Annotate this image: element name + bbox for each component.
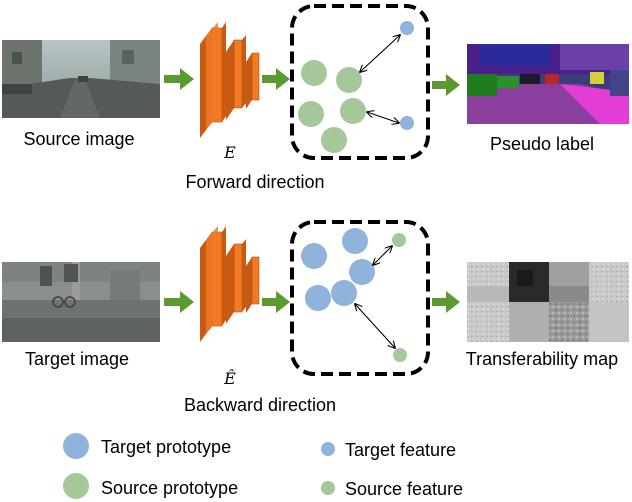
target-image-label: Target image — [25, 349, 129, 369]
pseudo-label-label: Pseudo label — [490, 134, 594, 154]
backward-direction-label: Backward direction — [184, 395, 336, 415]
source-prototype — [340, 98, 366, 124]
target-prototype — [331, 280, 357, 306]
distance-arrow — [373, 246, 392, 265]
legend-target-feature-label: Target feature — [345, 440, 456, 460]
target-feature — [400, 116, 414, 130]
flow-arrow — [432, 74, 460, 96]
target-image — [2, 262, 160, 342]
transferability-map-image — [467, 262, 629, 342]
target-prototype — [342, 228, 368, 254]
source-feature — [393, 348, 407, 362]
legend-source-prototype-label: Source prototype — [101, 478, 238, 498]
forward-feature-space — [290, 4, 430, 160]
distance-arrow — [360, 35, 400, 72]
source-feature — [392, 233, 406, 247]
target-prototype — [305, 285, 331, 311]
flow-arrow — [164, 68, 194, 90]
forward-encoder-label: E — [223, 143, 236, 162]
distance-arrow — [367, 112, 399, 123]
pseudo-label-image — [467, 44, 629, 124]
backward-encoder-label: Ê — [223, 368, 236, 388]
legend-target-prototype-icon — [63, 433, 89, 459]
target-prototype — [349, 259, 375, 285]
backward-feature-space — [290, 220, 430, 376]
legend-source-feature-label: Source feature — [345, 479, 463, 499]
legend-target-prototype-label: Target prototype — [101, 437, 231, 457]
forward-encoder-icon — [200, 22, 260, 138]
legend: Target prototype Source prototype Target… — [63, 433, 463, 499]
source-image — [2, 40, 160, 118]
transferability-map-label: Transferability map — [466, 349, 618, 369]
source-image-label: Source image — [23, 129, 134, 149]
flow-arrow — [432, 291, 460, 313]
target-prototype — [301, 243, 327, 269]
source-prototype — [321, 127, 347, 153]
source-prototype — [301, 60, 327, 86]
source-prototype — [298, 101, 324, 127]
flow-arrow — [262, 68, 290, 90]
forward-direction-label: Forward direction — [185, 172, 324, 192]
backward-encoder-icon — [200, 226, 260, 342]
distance-arrow — [355, 304, 395, 348]
source-prototype — [336, 67, 362, 93]
legend-target-feature-icon — [321, 442, 335, 456]
legend-source-prototype-icon — [63, 473, 89, 499]
target-feature — [400, 21, 414, 35]
legend-source-feature-icon — [321, 481, 335, 495]
flow-arrow — [262, 291, 290, 313]
flow-arrow — [164, 291, 194, 313]
